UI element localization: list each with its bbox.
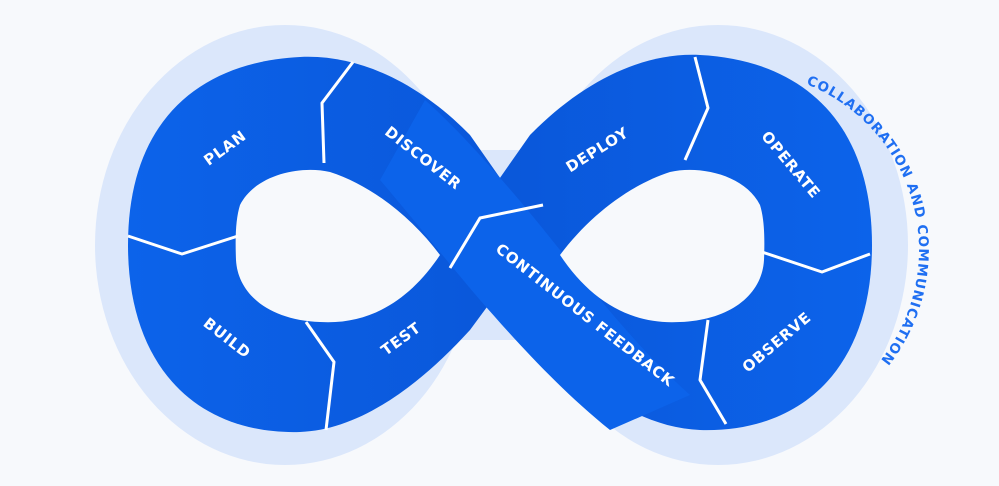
divider-observe-feedback (698, 319, 728, 425)
crossing-band (380, 100, 690, 430)
divider-deploy-operate (683, 56, 710, 161)
divider-plan-discover (320, 61, 355, 164)
divider-plan-build (127, 234, 239, 256)
divider-build-test (304, 321, 336, 431)
divider-discover-deploy (448, 203, 544, 269)
segment-dividers (127, 56, 871, 431)
divider-operate-observe (761, 250, 871, 274)
right-hole (560, 169, 765, 323)
left-hole (235, 169, 440, 323)
